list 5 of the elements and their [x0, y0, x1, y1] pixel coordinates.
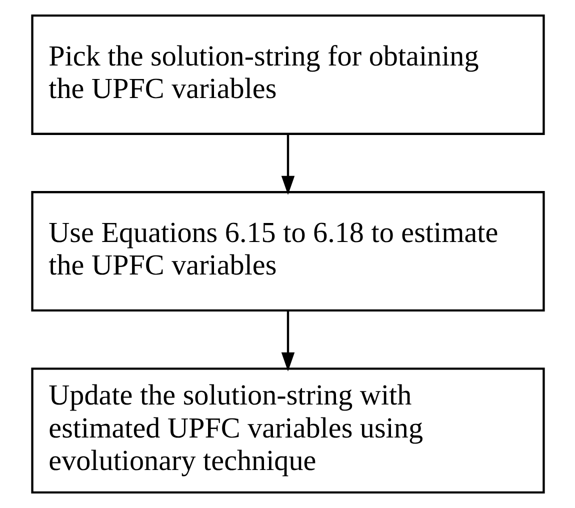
- arrow: [280, 310, 294, 372]
- arrow: [280, 134, 294, 195]
- node-box: Pick the solution-string for obtaining the UPFC variables: [30, 14, 544, 135]
- node-box: Use Equations 6.15 to 6.18 to estimate the UPFC variables: [30, 191, 544, 312]
- node-box: Update the solution-string with estimated UPFC variables using evolutionary technique: [30, 368, 544, 494]
